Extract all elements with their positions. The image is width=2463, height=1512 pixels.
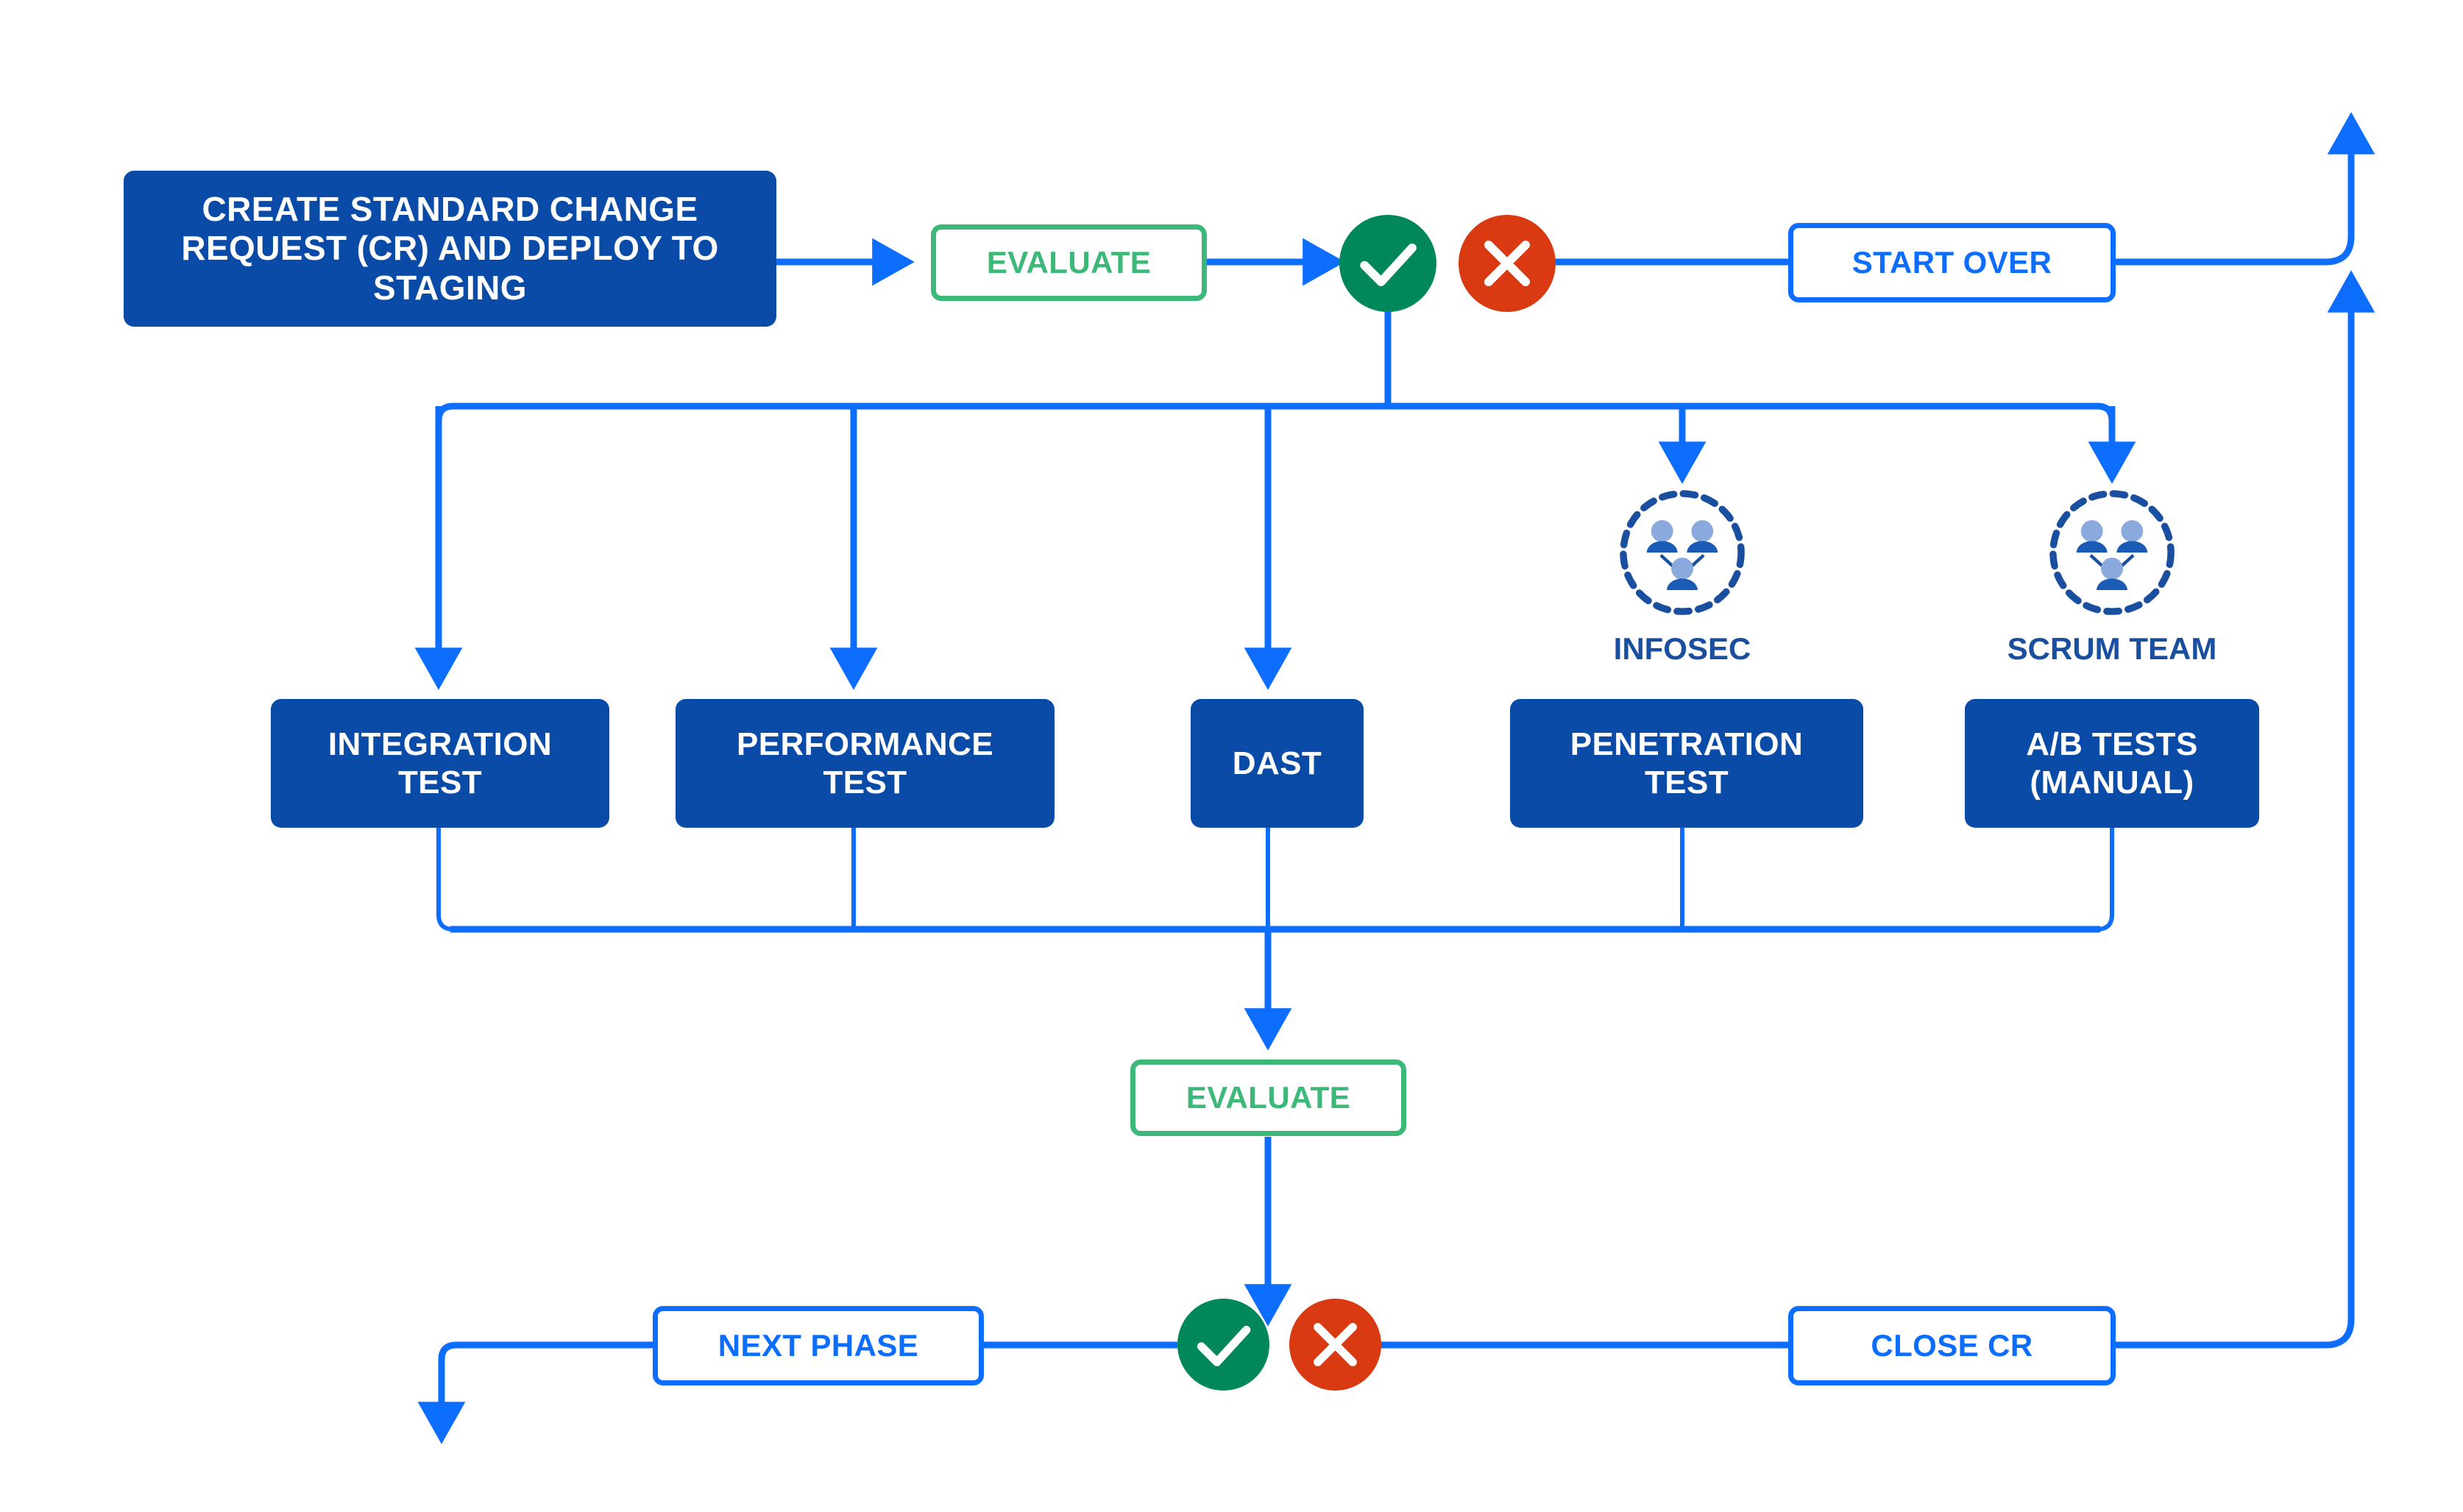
node-label: CLOSE CR	[1871, 1327, 2033, 1363]
team-scrum: SCRUM TEAM	[2007, 486, 2216, 667]
team-group-icon	[1620, 490, 1745, 615]
x-circle-icon	[1459, 215, 1556, 312]
node-evaluate-1[interactable]: EVALUATE	[931, 224, 1207, 301]
team-group-icon	[2049, 490, 2175, 615]
node-label: EVALUATE	[1186, 1079, 1351, 1115]
node-label: CREATE STANDARD CHANGE REQUEST (CR) AND …	[181, 189, 719, 307]
node-label: EVALUATE	[986, 244, 1152, 280]
node-penetration-test[interactable]: PENETRATION TEST	[1510, 699, 1863, 828]
node-ab-tests[interactable]: A/B TESTS (MANUAL)	[1965, 699, 2259, 828]
node-next-phase[interactable]: NEXT PHASE	[653, 1306, 984, 1385]
wire-nextphase-exit	[417, 1341, 653, 1444]
node-dast[interactable]: DAST	[1191, 699, 1364, 828]
team-label: INFOSEC	[1613, 631, 1751, 666]
wire-closecr-loopback	[2113, 270, 2375, 1349]
team-label: SCRUM TEAM	[2007, 631, 2217, 666]
node-performance-test[interactable]: PERFORMANCE TEST	[676, 699, 1055, 828]
node-label: PENETRATION TEST	[1570, 726, 1804, 801]
check-circle-icon	[1177, 1299, 1269, 1391]
wire-merge-ab	[2097, 828, 2114, 931]
node-start-over[interactable]: START OVER	[1788, 223, 2116, 302]
team-infosec: INFOSEC	[1594, 486, 1771, 667]
node-close-cr[interactable]: CLOSE CR	[1788, 1306, 2116, 1385]
node-label: NEXT PHASE	[717, 1327, 919, 1363]
x-circle-icon	[1289, 1299, 1381, 1391]
wire-merge-integration	[436, 828, 454, 931]
check-circle-icon	[1339, 215, 1436, 312]
node-label: INTEGRATION TEST	[327, 726, 553, 801]
node-integration-test[interactable]: INTEGRATION TEST	[271, 699, 609, 828]
node-label: A/B TESTS (MANUAL)	[2026, 726, 2198, 801]
node-evaluate-2[interactable]: EVALUATE	[1130, 1060, 1406, 1136]
node-create-change-request[interactable]: CREATE STANDARD CHANGE REQUEST (CR) AND …	[124, 171, 776, 327]
node-label: START OVER	[1851, 244, 2052, 280]
wire-startover-loopback	[2113, 112, 2375, 266]
node-label: PERFORMANCE TEST	[736, 726, 994, 801]
node-label: DAST	[1232, 745, 1322, 781]
